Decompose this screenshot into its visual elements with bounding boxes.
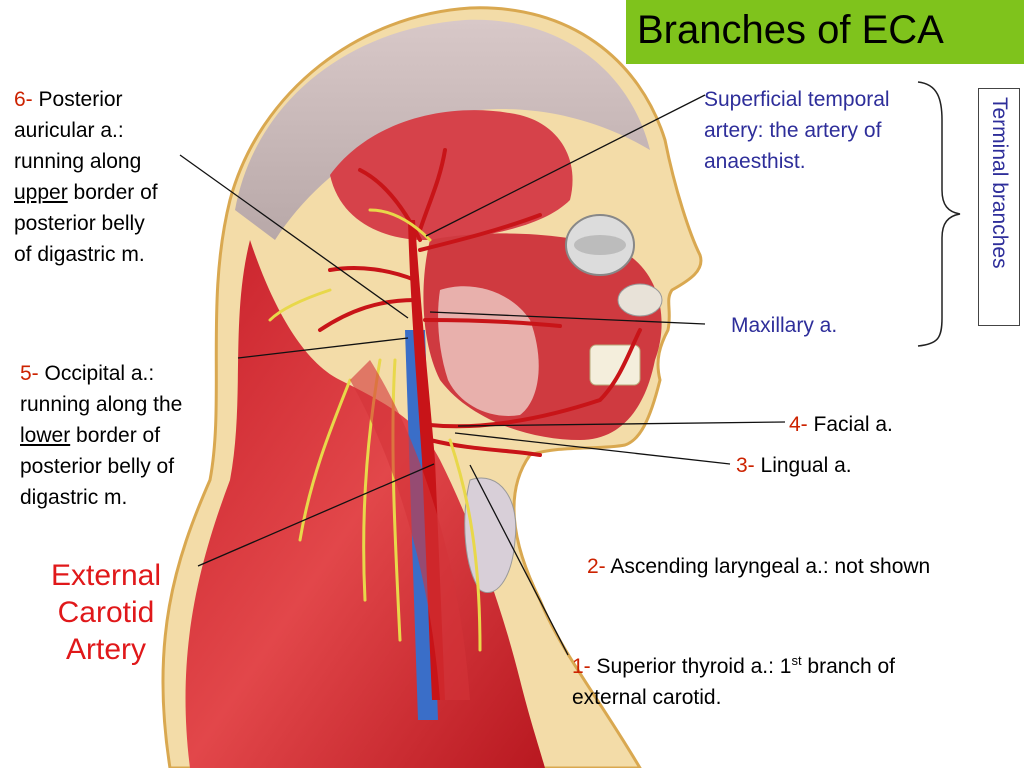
superficial-temporal-line3: anaesthist.	[704, 150, 806, 173]
facial-number: 4-	[789, 413, 808, 436]
label-external-carotid-artery: External Carotid Artery	[20, 557, 192, 668]
external-carotid-line2: Carotid	[57, 596, 155, 629]
terminal-branches-box: Terminal branches	[978, 88, 1020, 326]
occipital-underline: lower	[20, 424, 71, 447]
posterior-auricular-line5: posterior belly	[14, 212, 145, 235]
ascending-laryngeal-text: Ascending laryngeal a.: not shown	[605, 555, 931, 578]
superior-thyroid-text-after: branch of	[801, 655, 895, 678]
label-lingual: 3- Lingual a.	[736, 450, 852, 481]
label-occipital: 5- Occipital a.: running along the lower…	[20, 358, 182, 513]
occipital-line4: posterior belly of	[20, 455, 175, 478]
superior-thyroid-sup: st	[791, 653, 802, 668]
facial-text: Facial a.	[807, 413, 893, 436]
occipital-line3: border of	[70, 424, 161, 447]
label-posterior-auricular: 6- Posterior auricular a.: running along…	[14, 84, 158, 270]
pointer-external-carotid	[197, 463, 435, 567]
superficial-temporal-line2: artery: the artery of	[704, 119, 882, 142]
external-carotid-line3: Artery	[65, 633, 146, 666]
sternocleidomastoid	[350, 360, 470, 700]
terminal-branches-label: Terminal branches	[988, 97, 1011, 269]
terminal-branches-brace	[917, 81, 961, 347]
posterior-auricular-line3: running along	[14, 150, 142, 173]
label-superficial-temporal: Superficial temporal artery: the artery …	[704, 84, 890, 177]
eye-lid	[574, 235, 626, 255]
superior-thyroid-number: 1-	[572, 655, 591, 678]
pointer-lingual	[454, 432, 731, 465]
occipital-number: 5-	[20, 362, 39, 385]
label-ascending-laryngeal: 2- Ascending laryngeal a.: not shown	[587, 551, 930, 582]
lingual-text: Lingual a.	[754, 454, 852, 477]
superior-thyroid-line2: external carotid.	[572, 686, 722, 709]
ascending-laryngeal-number: 2-	[587, 555, 606, 578]
label-facial: 4- Facial a.	[789, 409, 893, 440]
label-maxillary: Maxillary a.	[731, 314, 838, 337]
pointer-superficial-temporal	[425, 94, 706, 237]
superficial-temporal-line1: Superficial temporal	[704, 88, 890, 111]
occipital-line5: digastric m.	[20, 486, 128, 509]
label-superior-thyroid: 1- Superior thyroid a.: 1st branch of ex…	[572, 645, 895, 713]
lingual-number: 3-	[736, 454, 755, 477]
temporalis	[330, 110, 573, 240]
posterior-auricular-line6: of digastric m.	[14, 243, 145, 266]
occipital-line2: running along the	[20, 393, 183, 416]
posterior-auricular-line1: Posterior	[32, 88, 123, 111]
title-banner	[626, 0, 1024, 64]
pointer-posterior-auricular	[179, 154, 409, 319]
posterior-auricular-line2: auricular a.:	[14, 119, 124, 142]
external-carotid-line1: External	[50, 559, 162, 592]
pointer-facial	[457, 421, 786, 427]
scalp	[235, 19, 650, 240]
posterior-auricular-line4: border of	[67, 181, 158, 204]
posterior-auricular-underline: upper	[14, 181, 68, 204]
pointer-maxillary	[429, 311, 706, 325]
pointer-occipital	[237, 337, 409, 359]
pointer-superior-thyroid	[469, 464, 569, 656]
nose-cartilage	[617, 283, 663, 317]
posterior-auricular-number: 6-	[14, 88, 33, 111]
page-title: Branches of ECA	[637, 8, 944, 52]
occipital-line1: Occipital a.:	[38, 362, 155, 385]
superior-thyroid-text: Superior thyroid a.: 1	[590, 655, 792, 678]
pointer-lines	[179, 94, 786, 656]
